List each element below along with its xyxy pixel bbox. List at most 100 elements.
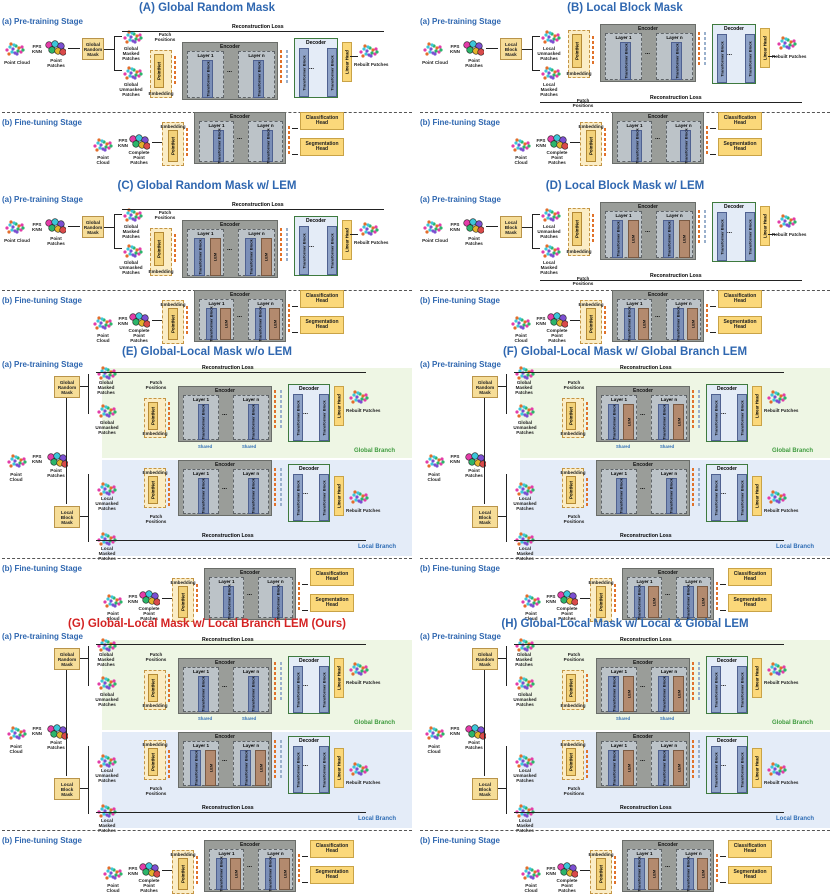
transformer-block: Transformer Block [623, 306, 635, 342]
decoder-transformer-block: Transformer Block [299, 226, 309, 275]
token-mark [286, 228, 288, 231]
connector-line [88, 746, 89, 814]
masked-patches-icon [541, 30, 561, 44]
token-mark [692, 493, 694, 496]
transformer-block: Transformer Block [254, 306, 266, 342]
layer-1-title: Layer 1 [192, 743, 210, 748]
rebuilt-label: Rebuilt Patches [354, 240, 389, 245]
token-mark [286, 60, 288, 63]
transformer-block-label: Transformer Block [205, 61, 210, 97]
global-unmasked-label: Global Unmasked Patches [513, 420, 537, 435]
token-mark [298, 879, 300, 882]
token-mark [168, 498, 170, 501]
point-patches-icon [45, 218, 66, 234]
layer-1-title: Layer 1 [610, 397, 628, 402]
connector-line [104, 49, 114, 50]
token-mark [592, 56, 594, 59]
transformer-block: Transformer Block [612, 220, 624, 258]
pointnet-box-label: PointNet [568, 406, 574, 426]
token-mark [716, 587, 718, 590]
token-mark [186, 143, 188, 146]
pointnet-box: PointNet [586, 308, 596, 340]
token-mark [698, 498, 700, 501]
token-mark [586, 674, 588, 677]
token-mark [280, 80, 282, 83]
pointnet-box-label: PointNet [150, 480, 156, 500]
token-mark [280, 503, 282, 506]
token-mark [196, 604, 198, 607]
token-mark [586, 679, 588, 682]
token-mark [614, 604, 616, 607]
token-mark [186, 331, 188, 334]
token-mark [298, 607, 300, 610]
token-mark [698, 682, 700, 685]
linear-head-box: Linear Head [334, 658, 344, 698]
lem-block-label: LEM [208, 763, 213, 773]
connector-line [88, 474, 89, 542]
decoder-transformer-block-label: Transformer Block [321, 399, 327, 436]
mask-box: Global Random Mask [82, 38, 104, 60]
recon-loss-label: Reconstruction Loss [650, 273, 702, 279]
token-mark [186, 321, 188, 324]
local-unmasked-label: Local Unmasked Patches [513, 768, 537, 783]
connector-line [162, 598, 172, 599]
decoder-transformer-block: Transformer Block [711, 666, 721, 713]
local-unmasked-label: Local Unmasked Patches [95, 768, 119, 783]
linear-head-box-label: Linear Head [344, 228, 350, 252]
token-mark [274, 775, 276, 778]
global-unmasked-icon [515, 404, 535, 418]
linear-head-box: Linear Head [752, 386, 762, 426]
token-mark [174, 56, 176, 59]
token-mark [298, 602, 300, 605]
token-mark [168, 699, 170, 702]
token-mark [298, 874, 300, 877]
token-mark [274, 692, 276, 695]
token-mark [280, 395, 282, 398]
decoder-title: Decoder [305, 40, 326, 46]
token-mark [274, 415, 276, 418]
transformer-block: Transformer Block [671, 42, 682, 80]
pretrain-stage-label: (a) Pre-training Stage [420, 632, 501, 641]
fps-knn-label: FPS KNN [32, 726, 42, 736]
global-random-mask-box: Global Random Mask [54, 648, 80, 670]
lem-block: LEM [648, 586, 660, 618]
local-masked-icon [515, 532, 535, 546]
token-mark [614, 599, 616, 602]
token-mark [692, 400, 694, 403]
token-mark [280, 415, 282, 418]
transformer-block-label: Transformer Block [267, 856, 273, 892]
panel-title: (C) Global Random Mask w/ LEM [117, 180, 297, 192]
decoder-transformer-block-label: Transformer Block [321, 479, 327, 516]
layer-n-title: Layer n [267, 851, 284, 856]
token-mark [716, 854, 718, 857]
rebuilt-patches-icon [359, 44, 379, 58]
connector-line [104, 227, 114, 228]
token-mark [280, 70, 282, 73]
global-random-mask-box: Global Random Mask [472, 648, 498, 670]
connector-line [152, 142, 162, 143]
token-mark [274, 677, 276, 680]
token-mark [706, 304, 708, 307]
token-mark [168, 417, 170, 420]
token-mark [704, 42, 706, 45]
token-mark [288, 141, 290, 144]
connector-line [122, 209, 384, 210]
ellipsis-dots: ... [303, 762, 309, 768]
connector-line [302, 584, 308, 585]
token-mark [196, 609, 198, 612]
pointnet-box-label: PointNet [598, 592, 604, 612]
linear-head-box: Linear Head [760, 28, 770, 68]
layer-1-title: Layer 1 [610, 669, 628, 674]
pointnet-box: PointNet [566, 748, 576, 776]
lem-block: LEM [230, 858, 242, 890]
global-masked-icon [515, 366, 535, 380]
lem-block: LEM [697, 858, 709, 890]
recon-loss-label-local: Reconstruction Loss [620, 805, 672, 811]
transformer-block: Transformer Block [213, 128, 224, 164]
token-mark [704, 62, 706, 65]
